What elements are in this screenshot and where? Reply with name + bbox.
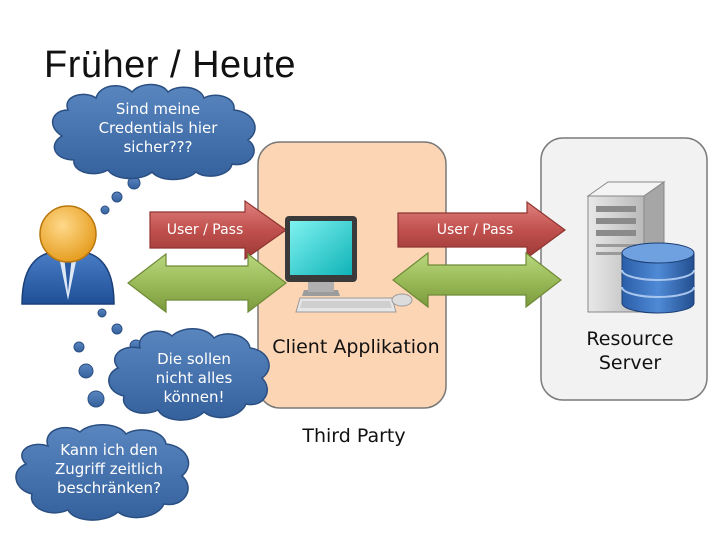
left-red-arrow — [149, 199, 288, 261]
page-title: Früher / Heute — [44, 44, 296, 86]
resource-server-label: Resource Server — [586, 328, 674, 374]
cloud-time — [15, 424, 190, 521]
left-arrow-label: User / Pass — [166, 222, 244, 238]
client-app-label: Client Applikation — [272, 336, 440, 358]
cloud-credentials-text: Sind meine Credentials hier sicher??? — [98, 100, 218, 156]
thought-dots-bottom — [73, 308, 143, 408]
cloud-time-text: Kann ich den Zugriff zeitlich beschränke… — [55, 441, 163, 497]
user-avatar-icon — [21, 205, 115, 305]
cloud-restrict — [108, 328, 270, 421]
left-green-double-arrow — [127, 252, 287, 314]
right-red-arrow — [397, 200, 567, 260]
third-party-caption: Third Party — [302, 425, 406, 447]
cloud-restrict-text: Die sollen nicht alles können! — [155, 350, 233, 406]
thought-dots-top — [100, 176, 141, 215]
right-arrow-label: User / Pass — [436, 222, 514, 238]
computer-icon — [285, 216, 413, 313]
database-icon — [621, 242, 695, 314]
right-green-double-arrow — [392, 251, 562, 309]
cloud-credentials — [51, 83, 256, 181]
